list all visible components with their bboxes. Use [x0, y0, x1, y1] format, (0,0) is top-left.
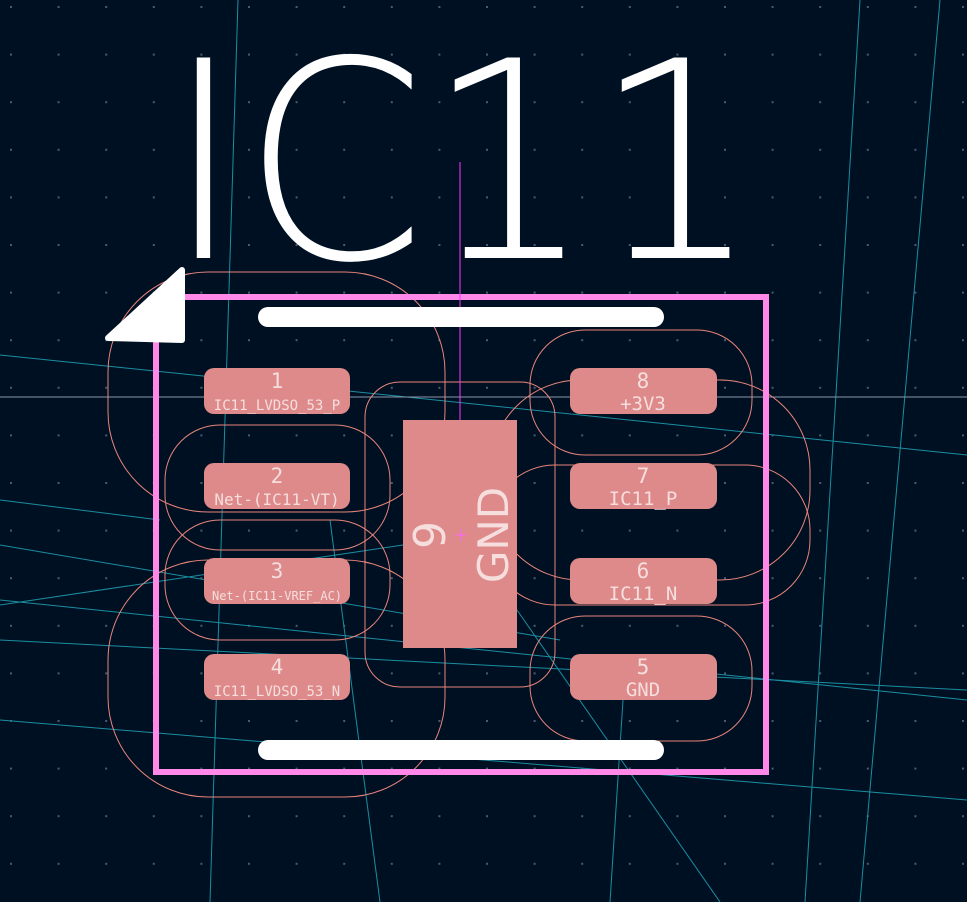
- pad-net: Net-(IC11-VREF_AC): [212, 589, 342, 603]
- pin1-marker: [105, 267, 185, 343]
- pad-6[interactable]: 6 IC11_N: [570, 558, 717, 605]
- pad-center-marker: [455, 529, 466, 541]
- pad-number: 6: [637, 559, 650, 583]
- pad-number: 3: [271, 559, 284, 583]
- pad-3[interactable]: 3 Net-(IC11-VREF_AC): [204, 558, 350, 604]
- pad-net: +3V3: [620, 393, 666, 415]
- pad-number: 4: [271, 655, 284, 679]
- reference-designator[interactable]: IC11: [165, 3, 760, 323]
- silkscreen: IC11: [105, 3, 760, 760]
- pad-net: IC11_P: [609, 488, 678, 510]
- courtyard-outline: [153, 294, 769, 775]
- pad-net: GND: [626, 679, 660, 701]
- pad-number: 9: [405, 521, 456, 549]
- pad-net: IC11_N: [609, 583, 678, 605]
- pad-9[interactable]: 9 GND: [403, 420, 518, 648]
- pad-number: 5: [637, 655, 650, 679]
- pad-1[interactable]: 1 IC11_LVDSO_53_P: [204, 368, 350, 414]
- pad-number: 7: [637, 464, 650, 488]
- pad-number: 8: [637, 369, 650, 393]
- pad-2[interactable]: 2 Net-(IC11-VT): [204, 463, 350, 509]
- pad-5[interactable]: 5 GND: [570, 654, 717, 701]
- pad-net: Net-(IC11-VT): [214, 490, 339, 509]
- pad-4[interactable]: 4 IC11_LVDSO_53_N: [204, 654, 350, 700]
- pad-8[interactable]: 8 +3V3: [570, 368, 717, 415]
- pad-number: 1: [271, 369, 284, 393]
- pad-7[interactable]: 7 IC11_P: [570, 463, 717, 510]
- pad-net: GND: [469, 487, 518, 583]
- pad-net: IC11_LVDSO_53_P: [214, 398, 340, 414]
- pad-net: IC11_LVDSO_53_N: [214, 684, 340, 700]
- pad-number: 2: [271, 464, 284, 488]
